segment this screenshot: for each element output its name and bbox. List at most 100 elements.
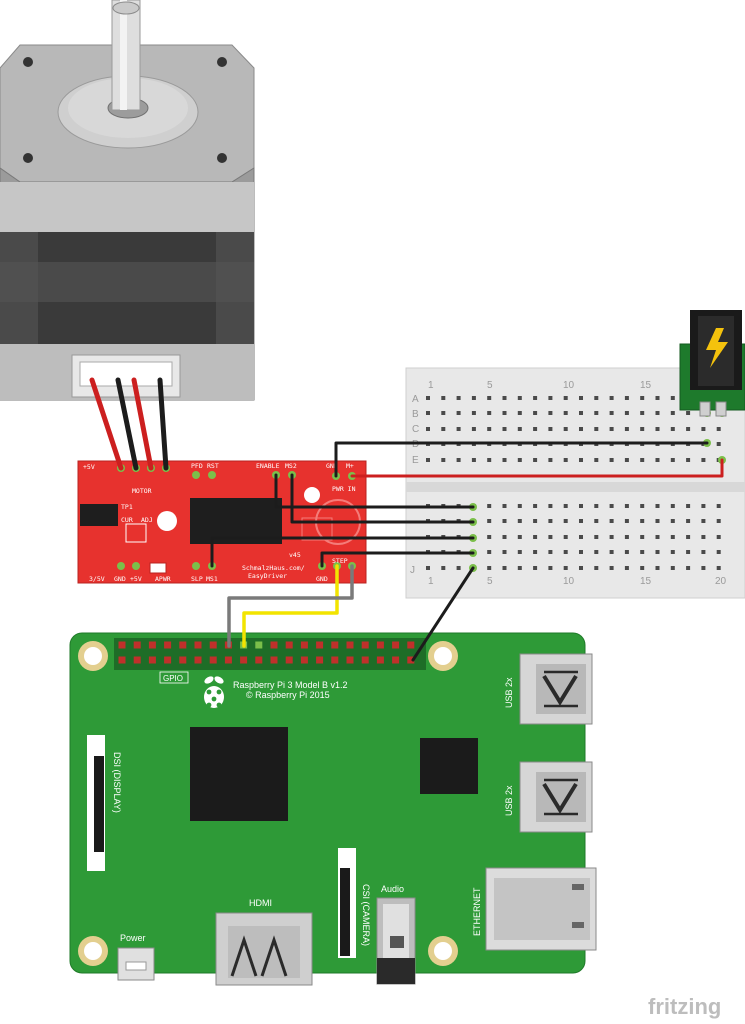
ed-mount-hole — [304, 487, 320, 503]
breadboard-hole — [579, 519, 583, 523]
breadboard-hole — [426, 411, 430, 415]
usb-label-1: USB 2x — [504, 677, 514, 708]
breadboard-hole — [471, 458, 476, 462]
breadboard-hole — [640, 519, 645, 523]
wire-ms2-black — [290, 473, 475, 524]
breadboard-hole — [686, 519, 691, 523]
breadboard-hole — [686, 504, 691, 508]
breadboard-hole — [487, 396, 492, 400]
gpio-pin — [331, 641, 339, 649]
ed-label-enable: ENABLE — [256, 462, 280, 470]
breadboard-hole — [686, 458, 691, 462]
gpio-pin — [179, 641, 187, 649]
breadboard-hole — [716, 519, 721, 523]
usb-label-2: USB 2x — [504, 785, 514, 816]
gpio-pin — [285, 656, 293, 664]
breadboard-hole — [517, 550, 522, 554]
rpi-mount-hole — [434, 942, 452, 960]
breadboard-hole — [640, 411, 645, 415]
breadboard-hole — [517, 396, 522, 400]
stepper-motor — [0, 0, 255, 401]
raspberry-pi-board: GPIO Raspberry Pi 3 Model B v1.2 © Raspb… — [69, 632, 597, 986]
ed-label-5v-bottom: +5V — [130, 575, 142, 583]
breadboard-hole — [609, 550, 614, 554]
rpi-mount-hole — [434, 647, 452, 665]
breadboard-hole — [701, 519, 706, 523]
breadboard-hole — [640, 550, 645, 554]
ed-label-v45: v45 — [289, 551, 301, 559]
ed-small-chip — [80, 504, 118, 526]
breadboard-hole — [548, 535, 553, 539]
gpio-pin — [392, 641, 400, 649]
breadboard-hole — [502, 427, 507, 431]
bb-col-label-1: 1 — [428, 380, 434, 391]
rpi-soc-chip — [190, 727, 288, 821]
screw-hole — [23, 153, 33, 163]
hdmi-label: HDMI — [249, 898, 272, 908]
ed-label-rst: RST — [207, 462, 219, 470]
breadboard-hole — [426, 458, 430, 462]
bb-col-label-bottom-1: 1 — [428, 576, 434, 587]
breadboard-hole — [624, 535, 629, 539]
breadboard-hole — [640, 458, 645, 462]
gpio-pin — [285, 641, 293, 649]
breadboard-hole — [487, 550, 492, 554]
gpio-pin — [407, 641, 415, 649]
ed-label-step: STEP — [332, 557, 348, 565]
gpio-pin — [346, 656, 354, 664]
breadboard-hole — [548, 427, 553, 431]
breadboard-hole — [716, 550, 721, 554]
ed-label-pwr-in: PWR IN — [332, 485, 356, 493]
breadboard-hole — [670, 396, 675, 400]
breadboard-hole — [686, 550, 691, 554]
breadboard-hole — [594, 550, 599, 554]
breadboard-hole — [441, 458, 446, 462]
breadboard-hole — [655, 535, 660, 539]
breadboard-hole — [701, 550, 706, 554]
breadboard-hole — [670, 535, 675, 539]
ed-label-ms1: MS1 — [206, 575, 218, 583]
breadboard-hole — [533, 535, 538, 539]
breadboard-hole — [456, 427, 461, 431]
breadboard-hole — [441, 411, 446, 415]
breadboard-hole — [701, 504, 706, 508]
wire-dir-gray — [227, 564, 354, 648]
ed-label-adj: ADJ — [141, 516, 153, 524]
ed-label-m-plus: M+ — [346, 462, 354, 470]
ed-potentiometer — [157, 511, 177, 531]
breadboard-hole — [456, 566, 461, 570]
gpio-pin — [316, 641, 324, 649]
breadboard-hole — [487, 566, 492, 570]
breadboard-hole — [517, 535, 522, 539]
breadboard-hole — [670, 427, 675, 431]
bb-row-label-a: A — [412, 394, 419, 405]
breadboard-hole — [502, 396, 507, 400]
breadboard-hole — [716, 504, 721, 508]
ed-label-slp: SLP — [191, 575, 203, 583]
breadboard-hole — [655, 396, 660, 400]
ed-label-cur: CUR — [121, 516, 133, 524]
bb-col-label-5: 5 — [487, 380, 493, 391]
bb-col-label-10: 10 — [563, 380, 575, 391]
gpio-pin — [255, 641, 263, 649]
breadboard-hole — [563, 535, 568, 539]
breadboard-hole — [517, 504, 522, 508]
breadboard-hole — [624, 396, 629, 400]
bb-row-label-b: B — [412, 409, 419, 420]
ed-label-apwr: APWR — [155, 575, 171, 583]
breadboard-hole — [624, 458, 629, 462]
bb-col-label-15: 15 — [640, 380, 652, 391]
gpio-pin — [194, 656, 202, 664]
bb-col-label-bottom-5: 5 — [487, 576, 493, 587]
breadboard-hole — [533, 396, 538, 400]
breadboard-hole — [624, 550, 629, 554]
breadboard-hole — [579, 504, 583, 508]
breadboard-hole — [670, 566, 675, 570]
gpio-pin — [240, 656, 248, 664]
breadboard-hole — [609, 396, 614, 400]
wire-motor-black-2 — [157, 377, 169, 471]
breadboard-hole — [640, 535, 645, 539]
gpio-pin — [300, 656, 308, 664]
breadboard-hole — [441, 396, 446, 400]
breadboard-hole — [517, 427, 522, 431]
